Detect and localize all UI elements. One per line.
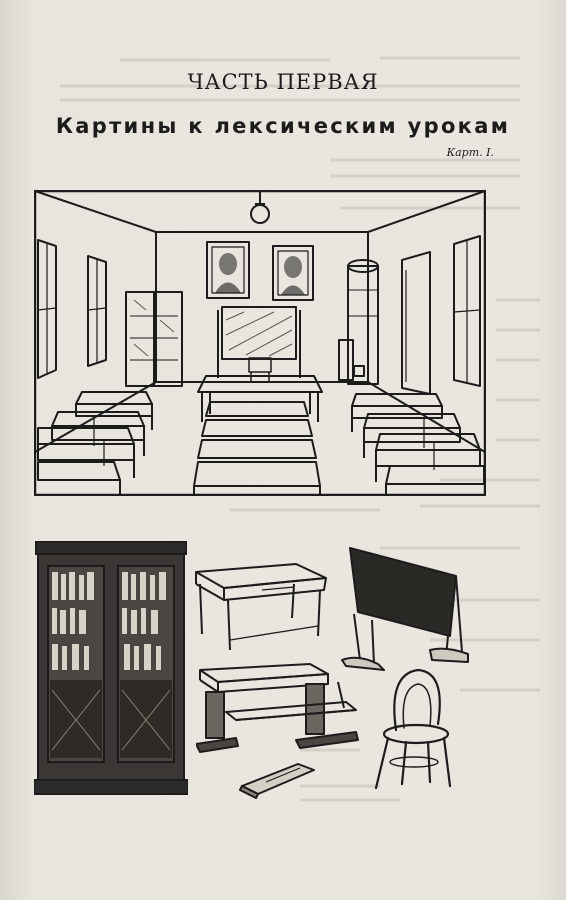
teacher-table bbox=[197, 375, 323, 422]
chair-illustration bbox=[374, 668, 452, 790]
portrait-right bbox=[272, 245, 314, 301]
center-desks bbox=[193, 401, 321, 494]
left-window-1 bbox=[37, 239, 57, 379]
part-title: ЧАСТЬ ПЕРВАЯ bbox=[187, 70, 379, 94]
table-illustration bbox=[195, 563, 327, 651]
bookcase-illustration bbox=[34, 541, 188, 795]
right-window bbox=[453, 235, 481, 387]
portrait-left bbox=[206, 241, 250, 299]
right-desk-rows bbox=[351, 393, 485, 494]
bookcase-books bbox=[50, 572, 172, 758]
left-window-2 bbox=[87, 255, 107, 367]
glass-cabinet bbox=[125, 291, 183, 387]
classroom-illustration bbox=[34, 190, 486, 496]
back-wall bbox=[155, 231, 369, 383]
back-chair bbox=[248, 357, 272, 382]
easel-blackboard-illustration bbox=[341, 547, 469, 671]
ceiling-lamp bbox=[250, 191, 270, 224]
blackboard bbox=[217, 306, 301, 378]
main-title: Картины к лексическим урокам bbox=[55, 114, 511, 138]
tiled-stove bbox=[338, 259, 379, 385]
eraser-illustration bbox=[239, 763, 315, 799]
door-right bbox=[401, 251, 431, 395]
plate-label: Карт. I. bbox=[446, 146, 494, 159]
school-desk-illustration bbox=[196, 663, 359, 753]
left-desk-rows bbox=[37, 391, 153, 494]
